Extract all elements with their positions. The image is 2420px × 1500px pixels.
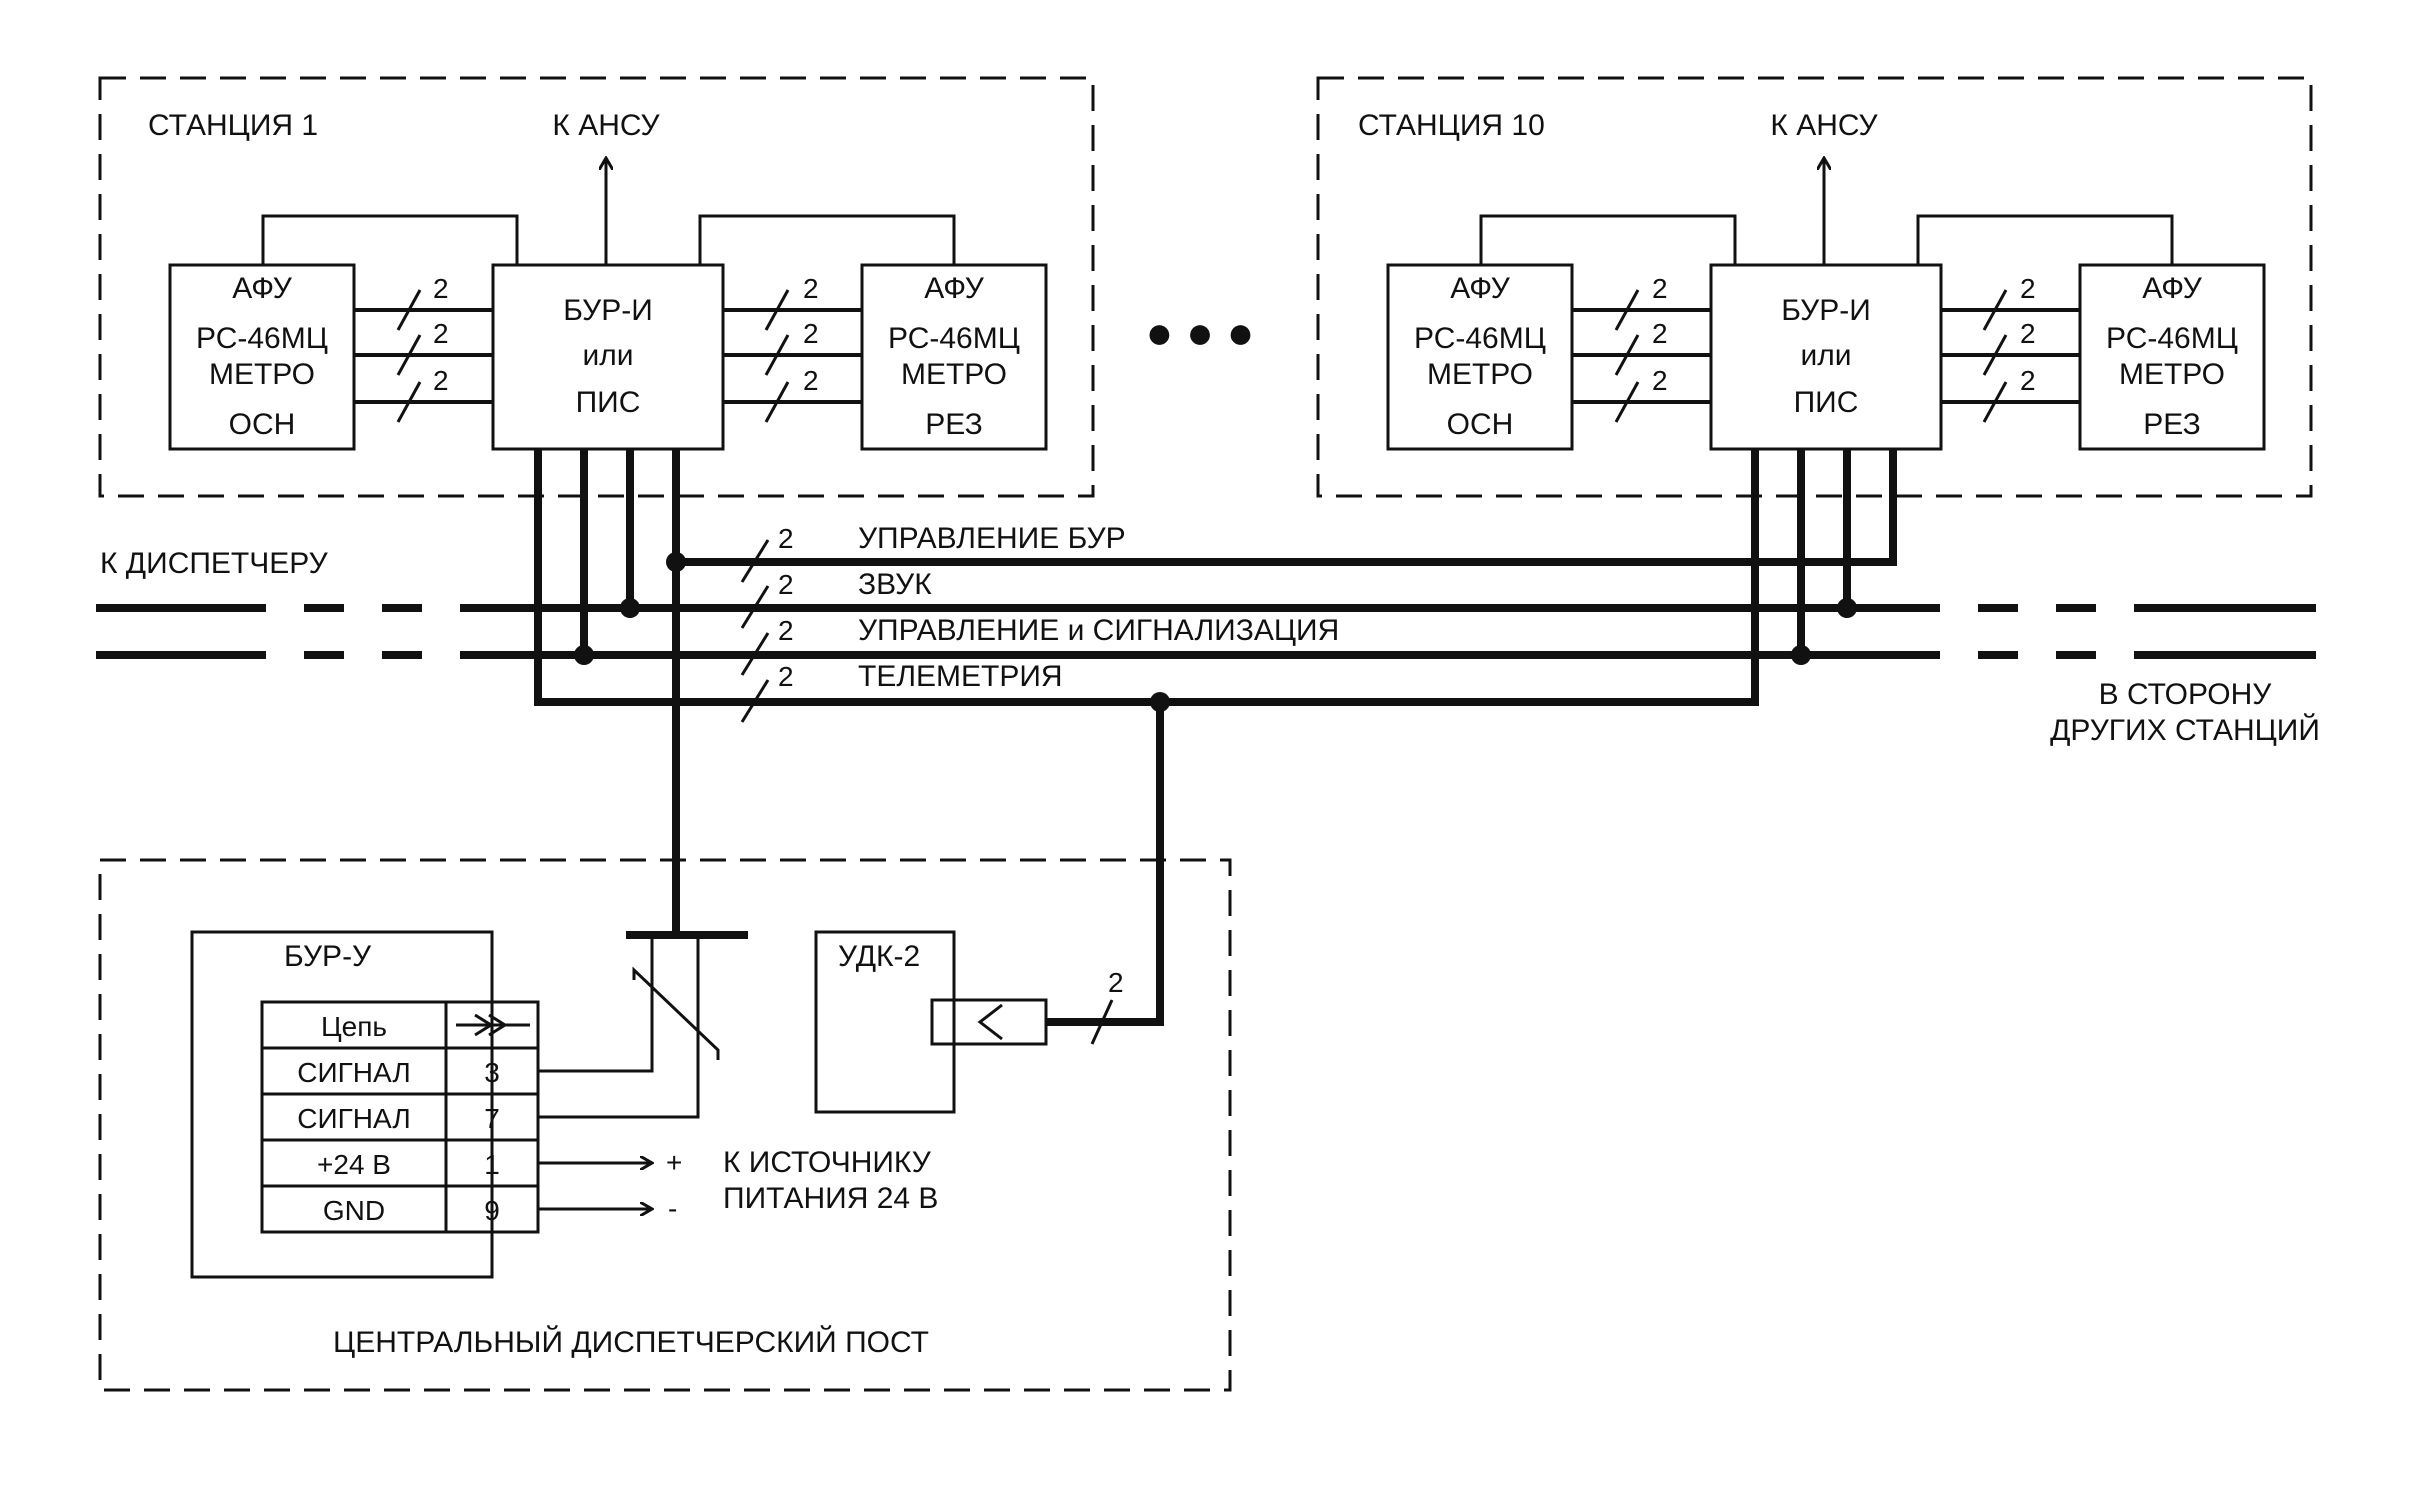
central-post: ЦЕНТРАЛЬНЫЙ ДИСПЕТЧЕРСКИЙ ПОСТ БУР-У Цеп… bbox=[98, 858, 1232, 1392]
telemetry-to-udk bbox=[1046, 702, 1164, 1026]
afu-label: АФУ bbox=[924, 272, 984, 305]
udk-2-count: 2 bbox=[1108, 967, 1124, 998]
bus-label-upravlenie-bur: УПРАВЛЕНИЕ БУР bbox=[858, 522, 1126, 555]
bus-lines: К ДИСПЕТЧЕРУ 2 УПРАВЛЕНИЕ БУР 2 bbox=[96, 449, 2320, 1026]
svg-text:2: 2 bbox=[803, 273, 819, 304]
afu-label: АФУ bbox=[2142, 272, 2202, 305]
afu-role: РЕЗ bbox=[925, 408, 982, 441]
other-stations-line1: В СТОРОНУ bbox=[2099, 678, 2273, 711]
to-dispatcher-label: К ДИСПЕТЧЕРУ bbox=[100, 547, 329, 580]
udk-2-connector-icon bbox=[977, 1003, 1003, 1041]
bur-u-title: БУР-У bbox=[284, 940, 372, 973]
station-10: СТАНЦИЯ 10 К АНСУ АФУ РС-46МЦ МЕТРО ОСН … bbox=[1316, 76, 2313, 498]
bur-i-or: или bbox=[1800, 339, 1851, 372]
other-stations-line2: ДРУГИХ СТАНЦИЙ bbox=[2050, 713, 2320, 747]
afu-role: РЕЗ bbox=[2143, 408, 2200, 441]
bur-i-pis: ПИС bbox=[1794, 386, 1859, 419]
bus-label-upravlenie-signalizaciya: УПРАВЛЕНИЕ и СИГНАЛИЗАЦИЯ bbox=[858, 614, 1339, 647]
connector-row-pin: 9 bbox=[484, 1195, 500, 1226]
station-1-left-bundle: 2 2 2 bbox=[354, 273, 493, 423]
bus-count: 2 bbox=[778, 661, 794, 692]
bus-count: 2 bbox=[778, 523, 794, 554]
connector-icon bbox=[456, 1013, 530, 1037]
connector-row-pin: 3 bbox=[484, 1057, 500, 1088]
afu-model: РС-46МЦ bbox=[1414, 322, 1546, 355]
bur-i-label: БУР-И bbox=[563, 294, 653, 327]
signal-wire-7 bbox=[538, 935, 700, 1119]
power-plus: + bbox=[666, 1147, 682, 1178]
svg-text:2: 2 bbox=[1652, 273, 1668, 304]
twist-mark bbox=[632, 966, 720, 1060]
bur-i-label: БУР-И bbox=[1781, 294, 1871, 327]
station-10-loop-left bbox=[1479, 214, 1737, 265]
bus-count: 2 bbox=[778, 569, 794, 600]
connector-row-name: GND bbox=[323, 1195, 385, 1226]
bus-label-telemetriya: ТЕЛЕМЕТРИЯ bbox=[858, 660, 1063, 693]
ellipsis: ● ● ● bbox=[1146, 306, 1255, 358]
power-label-2: ПИТАНИЯ 24 В bbox=[723, 1182, 938, 1215]
power-minus: - bbox=[668, 1193, 677, 1224]
udk-2-connector bbox=[930, 998, 1048, 1046]
station-10-right-bundle: 2 2 2 bbox=[1941, 273, 2080, 423]
bur-u-box bbox=[190, 930, 494, 1279]
station-1-right-bundle: 2 2 2 bbox=[723, 273, 862, 423]
svg-text:2: 2 bbox=[803, 318, 819, 349]
afu-model: РС-46МЦ bbox=[888, 322, 1020, 355]
svg-text:2: 2 bbox=[803, 365, 819, 396]
svg-text:2: 2 bbox=[433, 318, 449, 349]
bur-i-pis: ПИС bbox=[576, 386, 641, 419]
station-1-loop-left bbox=[261, 214, 519, 265]
afu-model: РС-46МЦ bbox=[196, 322, 328, 355]
afu-model: РС-46МЦ bbox=[2106, 322, 2238, 355]
svg-text:2: 2 bbox=[2020, 318, 2036, 349]
power-label-1: К ИСТОЧНИКУ bbox=[723, 1146, 932, 1179]
central-post-frame bbox=[98, 858, 1232, 1392]
afu-label: АФУ bbox=[1450, 272, 1510, 305]
station-10-frame bbox=[1316, 76, 2313, 498]
station-1: СТАНЦИЯ 1 К АНСУ АФУ РС-46МЦ МЕТРО ОСН Б… bbox=[98, 76, 1095, 498]
station-1-title: СТАНЦИЯ 1 bbox=[148, 109, 318, 142]
afu-role: ОСН bbox=[229, 408, 296, 441]
udk-2-box bbox=[814, 930, 956, 1114]
station-10-loop-right bbox=[1916, 214, 2174, 265]
station-1-ansu-label: К АНСУ bbox=[552, 109, 660, 142]
afu-series: МЕТРО bbox=[2119, 358, 2225, 391]
svg-text:2: 2 bbox=[1652, 365, 1668, 396]
svg-text:2: 2 bbox=[2020, 365, 2036, 396]
bur-i-or: или bbox=[582, 339, 633, 372]
svg-text:2: 2 bbox=[433, 273, 449, 304]
station-1-loop-right bbox=[698, 214, 956, 265]
station-10-left-bundle: 2 2 2 bbox=[1572, 273, 1711, 423]
connector-row-name: СИГНАЛ bbox=[297, 1057, 410, 1088]
bus-count: 2 bbox=[778, 615, 794, 646]
connector-row-name: +24 В bbox=[317, 1149, 391, 1180]
signal-wire-3 bbox=[538, 935, 654, 1073]
central-post-title: ЦЕНТРАЛЬНЫЙ ДИСПЕТЧЕРСКИЙ ПОСТ bbox=[333, 1325, 929, 1359]
station-10-title: СТАНЦИЯ 10 bbox=[1358, 109, 1545, 142]
afu-series: МЕТРО bbox=[209, 358, 315, 391]
svg-text:2: 2 bbox=[2020, 273, 2036, 304]
station-10-ansu-label: К АНСУ bbox=[1770, 109, 1878, 142]
connector-row-pin: 7 bbox=[484, 1103, 500, 1134]
connector-row-name: СИГНАЛ bbox=[297, 1103, 410, 1134]
afu-series: МЕТРО bbox=[901, 358, 1007, 391]
afu-label: АФУ bbox=[232, 272, 292, 305]
afu-role: ОСН bbox=[1447, 408, 1514, 441]
connector-row-pin: 1 bbox=[484, 1149, 500, 1180]
afu-series: МЕТРО bbox=[1427, 358, 1533, 391]
udk-2-title: УДК-2 bbox=[838, 940, 920, 973]
svg-text:2: 2 bbox=[1652, 318, 1668, 349]
station-1-frame bbox=[98, 76, 1095, 498]
connector-row-name: Цепь bbox=[321, 1011, 387, 1042]
bus-label-zvuk: ЗВУК bbox=[858, 568, 932, 601]
svg-text:2: 2 bbox=[433, 365, 449, 396]
